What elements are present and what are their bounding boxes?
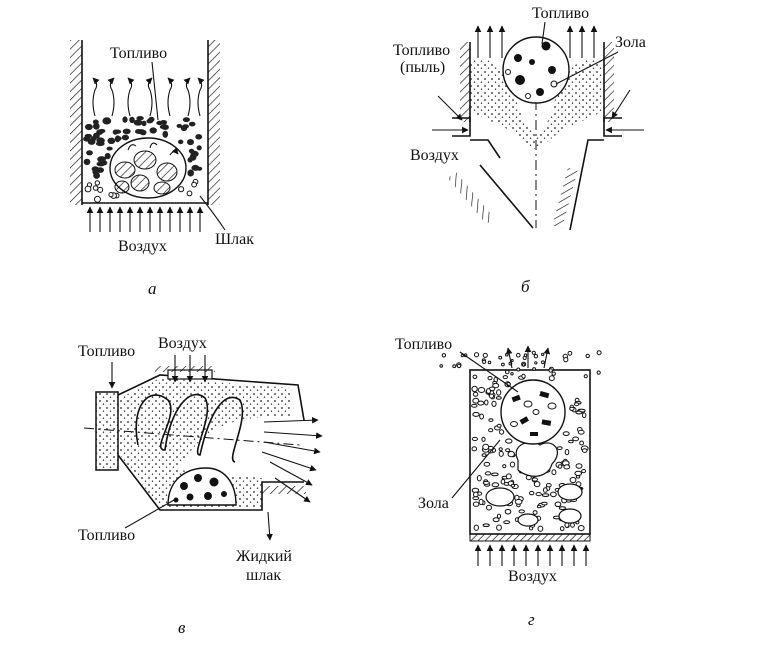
caption-a: а: [148, 279, 157, 298]
air-label: Воздух: [158, 335, 207, 352]
ash-label: Зола: [418, 495, 449, 512]
fuel-label: Топливо: [110, 45, 167, 62]
fuel-bed: [83, 116, 203, 179]
flue-gas-arrows: [92, 77, 205, 117]
fuel-label: Топливо: [395, 336, 452, 353]
burner-block: [95, 391, 119, 471]
fuel-top-label: Топливо: [78, 343, 135, 360]
air-label: Воздух: [508, 568, 557, 585]
caption-b: б: [521, 277, 530, 296]
slag-leader: [199, 195, 226, 231]
slag-label: Шлак: [215, 231, 254, 248]
funnel-left: [479, 164, 534, 229]
fuel-dust-label-2: (пыль): [400, 59, 445, 76]
swirl-path: [135, 393, 244, 463]
fuel-bottom-label: Топливо: [78, 527, 135, 544]
dust-zone: [120, 378, 292, 508]
fuel-label: Топливо: [532, 5, 589, 22]
liquid-slag-label-2: шлак: [246, 567, 281, 584]
ash-label: Зола: [615, 34, 646, 51]
slag-layer: [84, 178, 199, 203]
panel-b: Топливо Топливо (пыль) Зола Воздух б: [393, 5, 646, 296]
dust-flame-zone: [470, 59, 604, 150]
magnified-particle-circle: [502, 36, 570, 104]
fuel-bed: [167, 467, 237, 506]
funnel-right: [569, 139, 604, 231]
distributor-grid: [469, 533, 591, 542]
fuel-leader: [151, 61, 159, 121]
outlet-arrows: [261, 416, 323, 503]
chamber-top: [117, 374, 305, 421]
chamber-bottom: [117, 454, 304, 511]
panel-v: Топливо Воздух Топливо Жидкий шлак в: [78, 335, 323, 637]
magnified-particle-circle: [109, 137, 187, 199]
air-arrows: [474, 544, 590, 566]
fuel-dust-label-1: Топливо: [393, 42, 450, 59]
right-wall: [604, 42, 614, 122]
panel-g: Топливо Зола Воздух г: [395, 336, 602, 629]
left-wall: [460, 42, 470, 122]
gas-bubble: [515, 441, 558, 477]
panel-a: Топливо Воздух Шлак а: [70, 40, 254, 298]
caption-g: г: [528, 610, 535, 629]
air-arrows: [86, 206, 204, 232]
caption-v: в: [178, 618, 186, 637]
liquid-slag-label-1: Жидкий: [236, 548, 292, 565]
right-wall: [208, 40, 220, 205]
air-label: Воздух: [410, 147, 459, 164]
magnified-particle-circle: [500, 379, 566, 445]
air-label: Воздух: [118, 238, 167, 255]
flue-gas-arrows: [474, 25, 598, 58]
left-wall: [70, 40, 82, 205]
